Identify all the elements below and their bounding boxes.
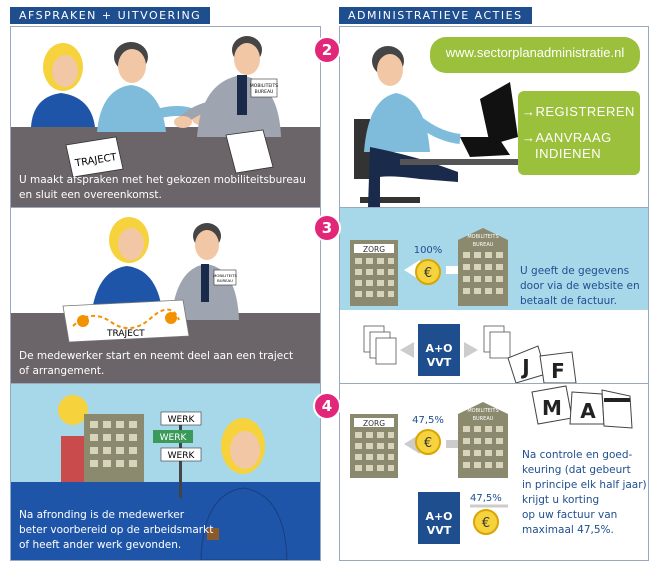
- svg-text:VVT: VVT: [427, 356, 452, 369]
- badge-text-2: BUREAU: [255, 89, 274, 95]
- action-box: [518, 91, 640, 175]
- website-illustration: [354, 46, 530, 207]
- sun-icon: [58, 395, 88, 425]
- bureau-building: [458, 414, 508, 478]
- step-number-2: 2: [313, 36, 341, 64]
- svg-text:WERK: WERK: [168, 451, 196, 461]
- woman-body: [31, 93, 95, 127]
- svg-text:ZORG: ZORG: [363, 419, 385, 428]
- start-illustration: MOBILITEITS BUREAU TRAJECT: [11, 217, 320, 383]
- svg-text:A+O: A+O: [425, 342, 452, 355]
- svg-text:A+O: A+O: [425, 510, 452, 523]
- person-shirt: [364, 93, 430, 152]
- panel-payment: ZORG € 100% MOBILITEITS BUREAU: [339, 207, 649, 384]
- svg-text:WERK: WERK: [168, 415, 196, 425]
- svg-text:ZORG: ZORG: [363, 245, 385, 254]
- person-face: [377, 54, 403, 86]
- register-action[interactable]: →REGISTREREN: [522, 104, 635, 119]
- traject-document: [65, 136, 124, 178]
- right-section-header: ADMINISTRATIEVE ACTIES: [339, 7, 532, 24]
- svg-text:MOBILITEITS: MOBILITEITS: [467, 234, 498, 240]
- svg-text:MOBILITEITS: MOBILITEITS: [213, 273, 237, 278]
- calendar-icon: M A: [531, 385, 633, 429]
- percent-label-2: 47,5%: [470, 493, 502, 504]
- person-legs: [368, 147, 458, 207]
- woman-face: [118, 228, 144, 260]
- arrow-left-icon: [464, 342, 478, 358]
- svg-text:€: €: [482, 516, 490, 531]
- briefcase-icon: [207, 528, 219, 540]
- consultant-face: [195, 230, 219, 260]
- panel-start-traject: MOBILITEITS BUREAU TRAJECT De medewerker…: [10, 207, 321, 384]
- url-bubble: [430, 37, 640, 73]
- completion-illustration: WERK WERK WERK: [11, 395, 320, 560]
- traject-map: [62, 299, 190, 343]
- website-url[interactable]: www.sectorplanadministratie.nl: [445, 45, 625, 60]
- discount-text: Na controle en goed- keuring (dat gebeur…: [522, 449, 647, 536]
- percent-label: 100%: [414, 245, 443, 256]
- submit-request-action[interactable]: →AANVRAAG INDIENEN: [522, 130, 612, 161]
- agreement-illustration: MOBILITEITS BUREAU TRAJECT: [11, 36, 320, 207]
- svg-text:J: J: [520, 355, 529, 379]
- sign-3: [160, 447, 202, 462]
- panel2-caption: De medewerker start en neemt deel aan ee…: [19, 350, 294, 377]
- panel-website: www.sectorplanadministratie.nl →REGISTRE…: [339, 26, 649, 208]
- laptop-screen: [480, 82, 518, 145]
- svg-text:A: A: [580, 399, 596, 423]
- calendar-icon: J F: [507, 345, 577, 383]
- svg-text:M: M: [542, 396, 562, 420]
- svg-text:F: F: [551, 359, 565, 383]
- name-badge: [250, 78, 278, 98]
- woman-face: [230, 431, 260, 469]
- ao-vvt-logo: [418, 492, 460, 544]
- discount-illustration: M A ZORG € 47,5% MOBILITEITS BUREAU: [350, 385, 633, 544]
- arrow-right-icon: [400, 342, 414, 358]
- panel-agreements: MOBILITEITS BUREAU TRAJECT U maakt afspr…: [10, 26, 321, 208]
- step-number-3: 3: [313, 214, 341, 242]
- euro-coin-icon: [415, 259, 441, 285]
- percent-label-1: 47,5%: [412, 415, 444, 426]
- panel3-caption: Na afronding is de medewerker beter voor…: [19, 509, 214, 551]
- bureau-building: [458, 240, 508, 306]
- traject-label: TRAJECT: [106, 329, 145, 339]
- svg-text:BUREAU: BUREAU: [473, 416, 494, 422]
- name-badge: [213, 269, 237, 286]
- consultant-face: [234, 43, 260, 75]
- svg-text:WERK: WERK: [160, 433, 188, 443]
- sign-2: [153, 430, 193, 443]
- man-shirt: [97, 85, 166, 132]
- svg-text:VVT: VVT: [427, 524, 452, 537]
- desk: [400, 159, 530, 165]
- chair-back: [354, 119, 370, 179]
- ao-vvt-logo: [418, 324, 460, 376]
- contract-paper: [225, 129, 274, 174]
- svg-text:€: €: [424, 436, 432, 451]
- svg-text:€: €: [424, 266, 432, 281]
- panel-completion: WERK WERK WERK Na afronding is de medewe…: [10, 383, 321, 561]
- man-face: [118, 49, 146, 83]
- woman-body: [200, 487, 288, 560]
- sign-1: [160, 411, 202, 426]
- payment-text: U geeft de gegevens door via de website …: [520, 265, 640, 307]
- left-section-header: AFSPRAKEN + UITVOERING: [10, 7, 211, 24]
- svg-text:MOBILITEITS: MOBILITEITS: [467, 408, 498, 414]
- payment-illustration: ZORG € 100% MOBILITEITS BUREAU: [350, 228, 577, 383]
- svg-text:BUREAU: BUREAU: [217, 278, 233, 283]
- woman-face: [52, 55, 78, 87]
- euro-coin-icon: [415, 429, 441, 455]
- panel-discount: M A ZORG € 47,5% MOBILITEITS BUREAU: [339, 383, 649, 561]
- step-number-4: 4: [313, 392, 341, 420]
- badge-text-1: MOBILITEITS: [250, 83, 278, 89]
- svg-text:BUREAU: BUREAU: [473, 242, 494, 248]
- panel1-caption: U maakt afspraken met het gekozen mobili…: [19, 174, 306, 201]
- euro-coin-icon: [473, 509, 499, 535]
